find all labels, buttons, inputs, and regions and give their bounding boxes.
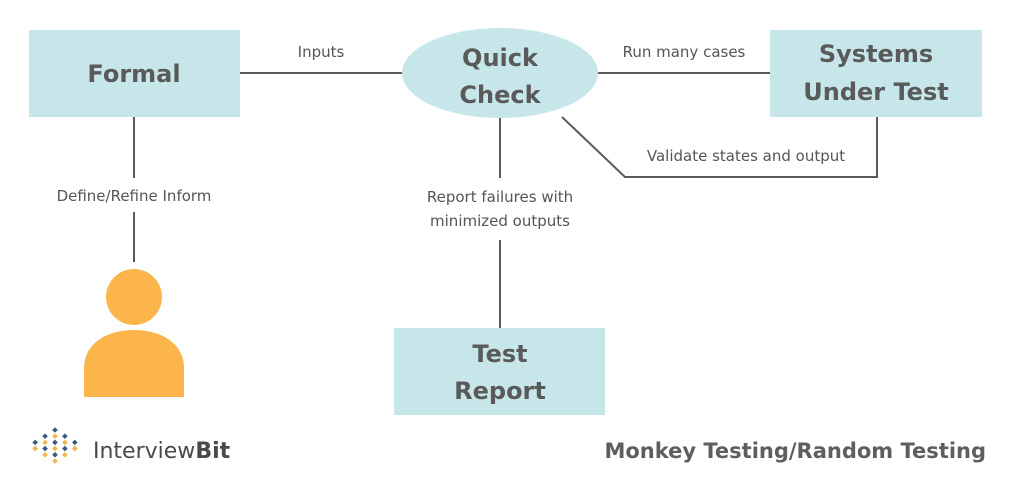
node-quickcheck-label-line2: Check	[459, 81, 541, 109]
edge-inputs-label: Inputs	[298, 43, 345, 61]
interviewbit-logo-icon	[32, 427, 78, 464]
edge-failures-label-line2: minimized outputs	[430, 212, 570, 230]
brand: InterviewBit	[32, 427, 231, 464]
logo-diamond	[52, 433, 58, 439]
diagram-caption: Monkey Testing/Random Testing	[604, 439, 986, 463]
logo-diamond	[32, 439, 38, 446]
logo-diamond	[72, 439, 78, 446]
node-sut-box	[770, 30, 982, 117]
edge-failures-label-line1: Report failures with	[427, 188, 573, 206]
connectors	[133, 72, 878, 328]
node-report-box	[394, 328, 605, 415]
logo-diamond	[62, 445, 68, 452]
node-report-label-line1: Test	[472, 340, 527, 368]
logo-diamond	[62, 439, 68, 446]
logo-diamond	[52, 445, 58, 452]
person-icon-body	[84, 330, 184, 397]
node-sut: Systems Under Test	[770, 30, 982, 117]
person-icon-head	[106, 269, 162, 325]
logo-diamond	[62, 452, 68, 458]
edge-validate-line	[561, 116, 878, 178]
person-icon	[84, 269, 184, 397]
node-quickcheck: Quick Check	[402, 28, 598, 118]
node-quickcheck-label-line1: Quick	[462, 44, 539, 72]
logo-diamond	[42, 439, 48, 446]
node-sut-label-line1: Systems	[819, 40, 933, 68]
logo-diamond	[52, 439, 58, 446]
logo-diamond	[62, 433, 68, 439]
node-formal-box	[29, 30, 240, 117]
brand-name: InterviewBit	[93, 439, 231, 464]
node-report: Test Report	[394, 328, 605, 415]
logo-diamond	[52, 458, 58, 464]
node-sut-label-line2: Under Test	[803, 78, 948, 106]
edge-run-label: Run many cases	[623, 43, 746, 61]
logo-diamond	[32, 445, 38, 452]
logo-diamond	[52, 452, 58, 458]
node-formal: Formal	[29, 30, 240, 117]
edge-define-label: Define/Refine Inform	[57, 187, 212, 205]
node-quickcheck-ellipse	[402, 28, 598, 118]
logo-diamond	[42, 433, 48, 439]
logo-diamond	[42, 452, 48, 458]
brand-name-part2: Bit	[195, 439, 230, 464]
logo-diamond	[72, 445, 78, 452]
logo-diamond	[42, 445, 48, 452]
brand-name-part1: Interview	[93, 439, 195, 464]
logo-diamond	[52, 427, 58, 433]
edge-validate-label: Validate states and output	[647, 147, 845, 165]
node-report-label-line2: Report	[454, 377, 546, 405]
node-formal-label: Formal	[87, 60, 180, 88]
